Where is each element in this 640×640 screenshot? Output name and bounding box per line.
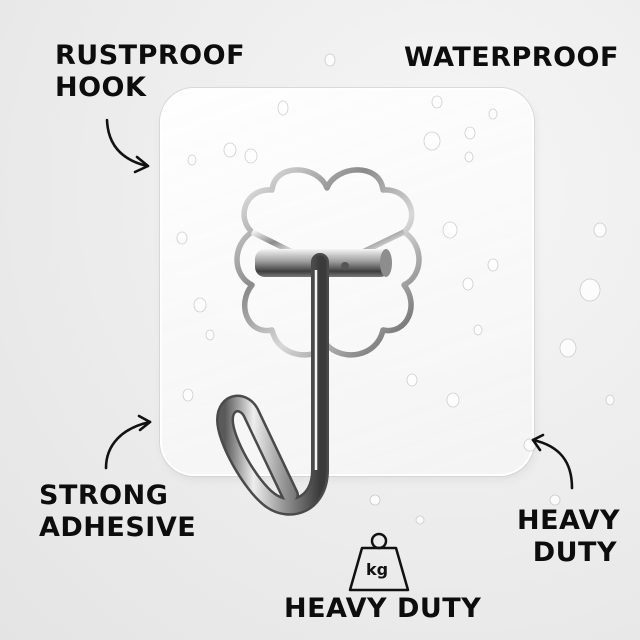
kg-text: kg xyxy=(366,560,389,579)
rustproof-hook-label: RUSTPROOF HOOK xyxy=(55,40,245,104)
water-droplets xyxy=(176,53,615,525)
label-line: ADHESIVE xyxy=(39,511,197,543)
strong-adhesive-label: STRONG ADHESIVE xyxy=(39,480,196,544)
arrow-icon xyxy=(531,438,574,490)
label-line: HEAVY xyxy=(517,505,621,536)
heavy-duty-bottom-label: HEAVY DUTY xyxy=(284,593,482,624)
kettlebell-weight-icon xyxy=(348,532,410,592)
arrow-icon xyxy=(104,420,152,470)
label-line: STRONG xyxy=(39,480,169,511)
arrow-icon xyxy=(105,118,149,168)
waterproof-label: WATERPROOF xyxy=(404,42,619,73)
label-line: RUSTPROOF xyxy=(55,40,246,71)
label-line: HOOK xyxy=(55,71,147,103)
label-line: DUTY xyxy=(532,536,617,568)
heavy-duty-right-label: HEAVY DUTY xyxy=(517,505,621,569)
